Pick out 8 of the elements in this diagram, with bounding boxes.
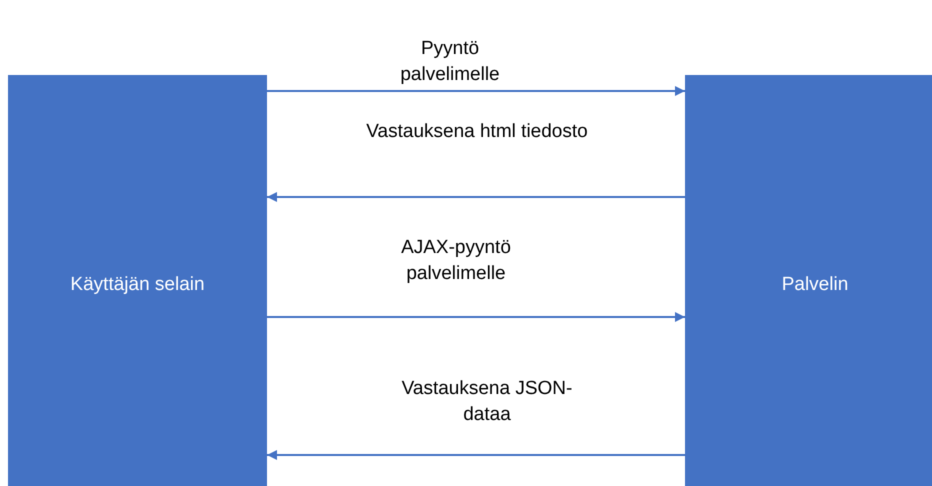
- box-label: Käyttäjän selain: [70, 274, 205, 296]
- entity-box: [685, 75, 932, 486]
- box-label: Palvelin: [782, 274, 848, 296]
- entity-box: [8, 75, 267, 486]
- arrow: [267, 192, 685, 202]
- arrow: [267, 86, 685, 96]
- arrow: [267, 450, 685, 460]
- arrow: [267, 312, 685, 322]
